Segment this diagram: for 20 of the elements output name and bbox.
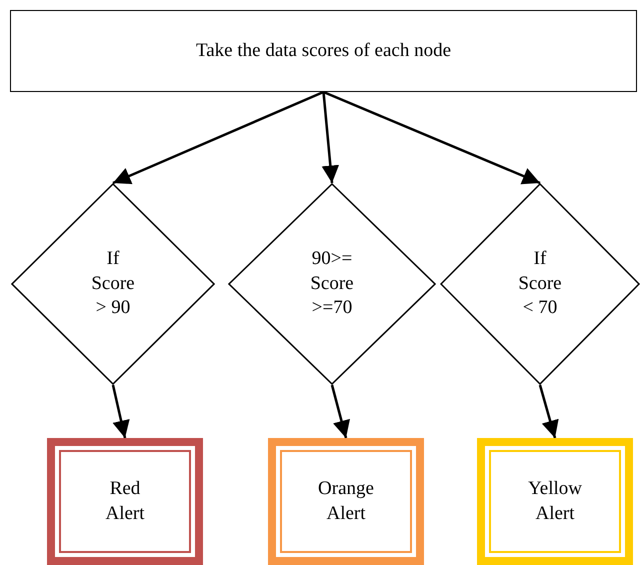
arrow xyxy=(322,92,340,184)
decision-diamond xyxy=(228,183,436,385)
alert-box xyxy=(477,438,633,565)
arrow xyxy=(323,90,540,184)
alert-box xyxy=(268,438,424,565)
node-label: Take the data scores of each node xyxy=(194,38,452,63)
node-label: Yellow Alert xyxy=(526,476,584,526)
node-label: 90>= Score >=70 xyxy=(309,246,355,320)
node-label: Red Alert xyxy=(104,476,146,526)
decision-diamond xyxy=(440,183,640,385)
process-box xyxy=(10,10,637,92)
alert-box xyxy=(47,438,203,565)
arrow xyxy=(538,384,559,438)
node-label: If Score < 70 xyxy=(517,246,563,320)
node-label: Orange Alert xyxy=(317,476,375,526)
decision-diamond xyxy=(11,183,215,385)
arrow xyxy=(330,384,350,438)
arrow xyxy=(112,90,324,184)
arrow xyxy=(112,384,130,438)
node-label: If Score > 90 xyxy=(90,246,136,320)
